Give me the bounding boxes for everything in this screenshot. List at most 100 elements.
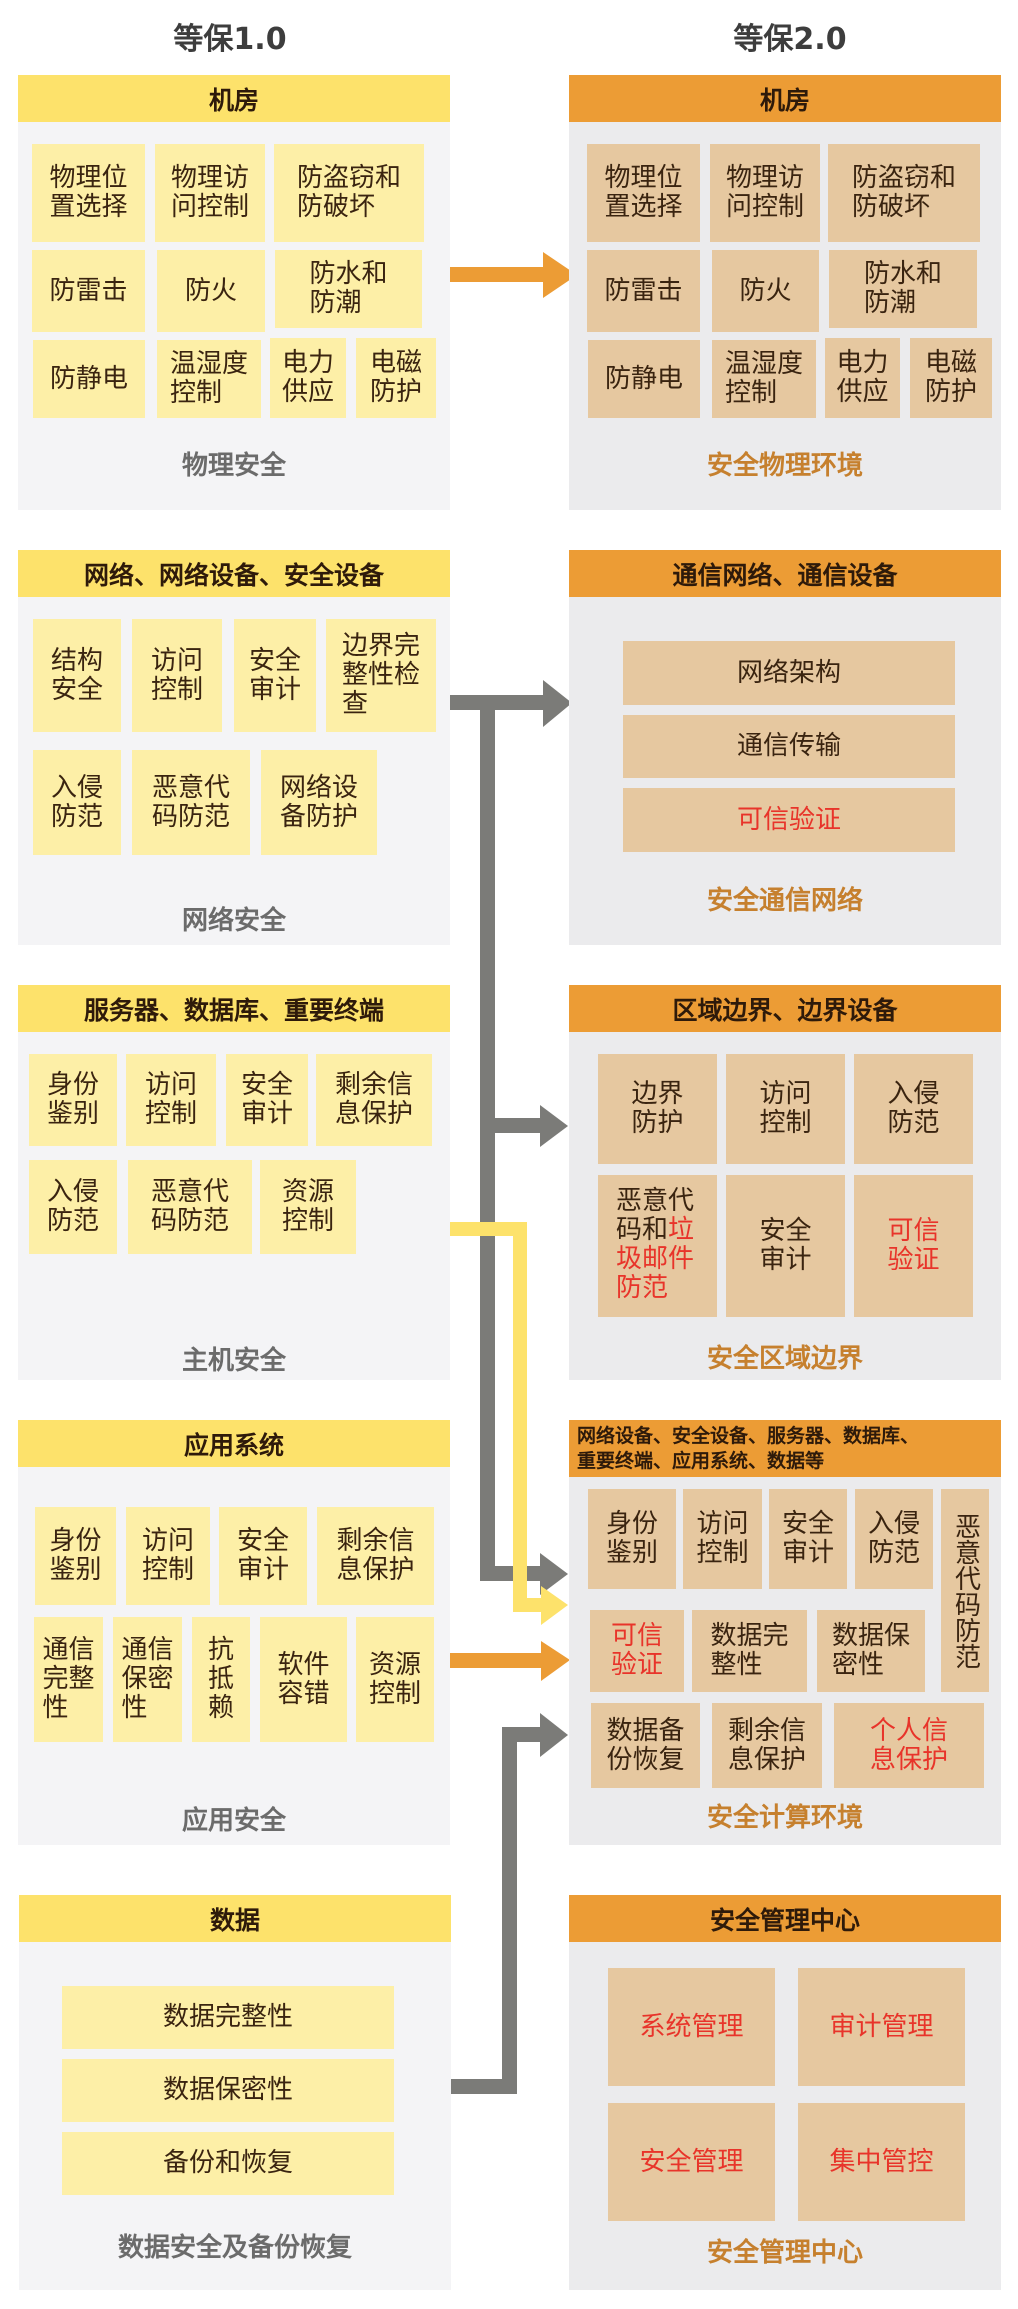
panel-header: 机房 <box>569 75 1001 122</box>
item-cell: 网络设 备防护 <box>261 750 377 855</box>
panel-footer: 主机安全 <box>181 1346 286 1376</box>
item-cell: 入侵 防范 <box>29 1160 117 1254</box>
item-cell: 恶意代 码防范 <box>132 750 250 855</box>
item-cell: 入侵 防范 <box>33 750 121 855</box>
panel-right-physical: 机房 物理位 置选择 物理访 问控制 防盗窃和 防破坏 防雷击 防火 防水和 防… <box>569 75 1001 510</box>
item-cell: 电力 供应 <box>825 338 900 418</box>
item-cell: 物理位 置选择 <box>587 144 700 242</box>
item-cell: 边界 防护 <box>598 1054 717 1164</box>
item-cell: 物理位 置选择 <box>32 144 145 242</box>
item-cell: 访问 控制 <box>126 1054 216 1146</box>
item-text: 恶意代 码和 <box>616 1186 695 1245</box>
item-cell: 数据完 整性 <box>692 1610 807 1692</box>
item-cell: 防雷击 <box>587 250 700 332</box>
panel-right-management: 安全管理中心 系统管理 审计管理 安全管理 集中管控 安全管理中心 <box>569 1895 1001 2290</box>
item-cell: 数据保密性 <box>62 2059 394 2122</box>
panel-footer: 物理安全 <box>181 451 286 481</box>
item-cell: 恶意代码防范 <box>941 1489 989 1692</box>
item-cell: 剩余信 息保护 <box>316 1054 432 1146</box>
item-cell: 安全 审计 <box>219 1507 307 1605</box>
panel-right-comm-network: 通信网络、通信设备 网络架构 通信传输 可信验证 安全通信网络 <box>569 550 1001 945</box>
item-cell: 通信传输 <box>623 715 955 778</box>
panel-left-application: 应用系统 身份 鉴别 访问 控制 安全 审计 剩余信 息保护 通信 完整 性 通… <box>18 1420 450 1845</box>
item-cell: 电力 供应 <box>270 338 346 418</box>
panel-header: 机房 <box>18 75 450 122</box>
item-cell: 通信 保密 性 <box>113 1617 182 1742</box>
item-cell-new: 审计管理 <box>798 1968 965 2086</box>
item-cell: 防雷击 <box>32 250 145 332</box>
item-cell-new: 安全管理 <box>608 2103 775 2221</box>
item-cell: 边界完 整性检 查 <box>326 619 436 732</box>
arrow-orange-physical <box>449 252 577 298</box>
item-cell: 身份 鉴别 <box>588 1489 676 1589</box>
item-cell: 入侵 防范 <box>854 1054 973 1164</box>
item-cell: 结构 安全 <box>33 619 121 732</box>
col-title-right: 等保2.0 <box>733 22 847 57</box>
item-cell: 剩余信 息保护 <box>712 1703 822 1788</box>
item-cell: 安全 审计 <box>726 1175 845 1317</box>
item-cell: 温湿度 控制 <box>157 340 261 418</box>
item-cell: 防静电 <box>33 340 145 418</box>
item-cell: 备份和恢复 <box>62 2132 394 2195</box>
panel-header: 数据 <box>19 1895 451 1942</box>
item-cell: 防火 <box>712 250 819 332</box>
item-cell: 安全 审计 <box>769 1489 847 1589</box>
item-cell: 身份 鉴别 <box>29 1054 117 1146</box>
panel-right-compute: 网络设备、安全设备、服务器、数据库、 重要终端、应用系统、数据等 身份 鉴别 访… <box>569 1420 1001 1845</box>
item-cell: 安全 审计 <box>226 1054 308 1146</box>
item-cell: 防静电 <box>588 340 700 418</box>
panel-header: 服务器、数据库、重要终端 <box>18 985 450 1032</box>
item-cell: 访问 控制 <box>126 1507 210 1605</box>
arrow-yellow-host <box>449 1222 568 1625</box>
item-cell-malware-spam: 恶意代 码和垃 圾邮件 防范 <box>598 1175 717 1317</box>
panel-footer: 安全物理环境 <box>706 451 863 481</box>
panel-footer: 安全区域边界 <box>706 1344 863 1374</box>
item-cell: 资源 控制 <box>260 1160 356 1254</box>
panel-footer: 应用安全 <box>181 1806 286 1836</box>
item-cell: 温湿度 控制 <box>712 340 816 418</box>
panel-header: 通信网络、通信设备 <box>569 550 1001 597</box>
item-cell-new: 集中管控 <box>798 2103 965 2221</box>
item-cell: 抗 抵 赖 <box>192 1617 250 1742</box>
item-cell: 软件 容错 <box>260 1617 347 1742</box>
panel-footer: 数据安全及备份恢复 <box>117 2233 352 2263</box>
item-cell: 网络架构 <box>623 641 955 705</box>
panel-left-data: 数据 数据完整性 数据保密性 备份和恢复 数据安全及备份恢复 <box>19 1895 451 2290</box>
panel-header: 网络、网络设备、安全设备 <box>18 550 450 597</box>
item-cell-new: 可信验证 <box>623 788 955 852</box>
panel-header: 安全管理中心 <box>569 1895 1001 1942</box>
panel-right-boundary: 区域边界、边界设备 边界 防护 访问 控制 入侵 防范 恶意代 码和垃 圾邮件 … <box>569 985 1001 1380</box>
arrow-orange-app <box>450 1641 570 1681</box>
item-cell: 电磁 防护 <box>356 338 436 418</box>
panel-header: 应用系统 <box>18 1420 450 1467</box>
item-cell: 恶意代 码防范 <box>128 1160 252 1254</box>
item-cell: 物理访 问控制 <box>155 144 265 242</box>
item-cell: 物理访 问控制 <box>710 144 820 242</box>
item-cell: 入侵 防范 <box>855 1489 933 1589</box>
item-cell: 剩余信 息保护 <box>317 1507 434 1605</box>
item-cell: 防水和 防潮 <box>829 250 977 328</box>
item-cell: 身份 鉴别 <box>35 1507 116 1605</box>
panel-left-network: 网络、网络设备、安全设备 结构 安全 访问 控制 安全 审计 边界完 整性检 查… <box>18 550 450 945</box>
item-text: 恶意代码防范 <box>950 1512 981 1669</box>
panel-footer: 安全管理中心 <box>706 2238 863 2268</box>
panel-left-physical: 机房 物理位 置选择 物理访 问控制 防盗窃和 防破坏 防雷击 防火 防水和 防… <box>18 75 450 510</box>
item-cell: 数据备 份恢复 <box>591 1703 700 1788</box>
item-cell: 访问 控制 <box>726 1054 845 1164</box>
item-cell: 防火 <box>157 250 265 332</box>
item-cell-new: 系统管理 <box>608 1968 775 2086</box>
panel-left-host: 服务器、数据库、重要终端 身份 鉴别 访问 控制 安全 审计 剩余信 息保护 入… <box>18 985 450 1380</box>
item-cell: 防水和 防潮 <box>275 250 422 328</box>
item-cell: 数据完整性 <box>62 1986 394 2049</box>
arrow-gray-data <box>449 1713 568 2094</box>
item-cell-new: 个人信 息保护 <box>834 1703 984 1788</box>
col-title-left: 等保1.0 <box>173 22 287 57</box>
item-cell: 访问 控制 <box>683 1489 762 1589</box>
item-text-new: 垃 圾邮件 防范 <box>616 1215 695 1303</box>
panel-footer: 安全计算环境 <box>706 1803 863 1833</box>
item-cell: 访问 控制 <box>132 619 222 732</box>
item-cell: 防盗窃和 防破坏 <box>274 144 424 242</box>
panel-header: 网络设备、安全设备、服务器、数据库、 重要终端、应用系统、数据等 <box>569 1420 1001 1477</box>
item-cell: 安全 审计 <box>234 619 316 732</box>
